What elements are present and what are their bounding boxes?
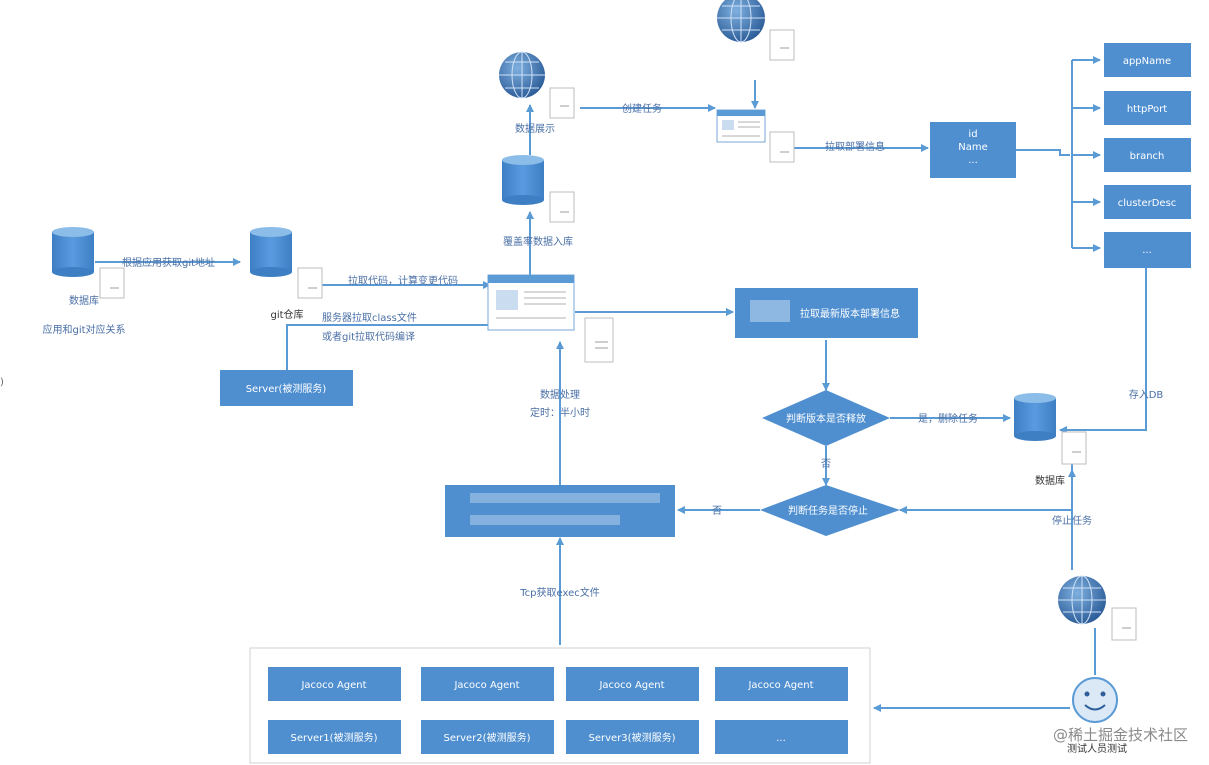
label-create-task: 创建任务 [622, 102, 662, 115]
label-db-left-sub: 应用和git对应关系 [42, 323, 125, 336]
label-coverage-to-db: 覆盖率数据入库 [503, 235, 573, 248]
server-tested-box: Server(被测服务) [220, 370, 353, 406]
browser-window-icon [487, 274, 575, 331]
server-group: Jacoco Agent Jacoco Agent Jacoco Agent J… [249, 647, 871, 764]
globe-icon [717, 0, 765, 43]
field-box-3: clusterDesc [1104, 185, 1191, 219]
label-data-process-1: 数据处理 [540, 388, 580, 401]
label-tester: 测试人员测试 [1067, 742, 1127, 755]
label-data-process-2: 定时：半小时 [530, 406, 590, 419]
label-pull-code: 拉取代码，计算变更代码 [348, 274, 458, 287]
label-server-pull-2: 或者git拉取代码编译 [322, 330, 415, 343]
field-label: httpPort [1127, 104, 1167, 115]
globe-icon [1058, 575, 1106, 625]
label-server-pull-1: 服务器拉取class文件 [322, 311, 417, 324]
document-icon [297, 267, 323, 299]
agent-label: Jacoco Agent [747, 680, 813, 691]
database-left [52, 227, 94, 277]
watermark: @稀土掘金技术社区 [1053, 726, 1188, 744]
field-label: ... [1142, 245, 1152, 256]
left-edge-mark: ) [0, 377, 4, 388]
browser-window-icon [716, 109, 766, 143]
label-db-right: 数据库 [1035, 474, 1065, 487]
label-no-2: 否 [712, 505, 722, 517]
label-tcp-exec: Tcp获取exec文件 [519, 586, 600, 599]
label-stop-task: 停止任务 [1052, 514, 1092, 527]
label-git-repo: git仓库 [270, 308, 303, 321]
deploy-name: Name [958, 142, 988, 153]
field-box-1: httpPort [1104, 91, 1191, 125]
field-box-2: branch [1104, 138, 1191, 172]
label-data-display: 数据展示 [515, 122, 555, 135]
deploy-more: ... [968, 155, 978, 166]
coverage-service-box [445, 485, 675, 537]
database-git [250, 227, 292, 277]
database-coverage [502, 155, 544, 205]
globe-icon [499, 51, 545, 99]
database-right [1014, 393, 1056, 441]
label-get-git-addr: 根据应用获取git地址 [122, 256, 215, 269]
label-save-db: 存入DB [1129, 388, 1164, 401]
server-label: Server3(被测服务) [589, 731, 676, 744]
server-label: Server1(被测服务) [291, 731, 378, 744]
decision-label: 判断版本是否释放 [786, 412, 866, 425]
field-box-4: ... [1104, 232, 1191, 268]
server-tested-label: Server(被测服务) [246, 382, 327, 395]
document-icon [99, 267, 125, 299]
field-label: appName [1123, 56, 1171, 67]
document-icon [769, 29, 795, 61]
label-no-1: 否 [821, 458, 831, 470]
agent-label: Jacoco Agent [598, 680, 664, 691]
field-label: clusterDesc [1118, 198, 1177, 209]
decision-version-released: 判断版本是否释放 [762, 390, 890, 446]
label-db-left: 数据库 [69, 294, 99, 307]
decision-label: 判断任务是否停止 [788, 504, 868, 517]
document-icon [549, 87, 575, 119]
agent-label: Jacoco Agent [300, 680, 366, 691]
document-icon [1111, 607, 1137, 641]
server-label: Server2(被测服务) [444, 731, 531, 744]
field-label: branch [1130, 151, 1165, 162]
server-label: ... [776, 733, 786, 744]
pull-latest-label: 拉取最新版本部署信息 [800, 307, 900, 320]
deploy-id: id [968, 129, 977, 140]
agent-label: Jacoco Agent [453, 680, 519, 691]
label-pull-deploy: 拉取部署信息 [825, 140, 885, 153]
document-icon [769, 131, 795, 163]
deploy-info-box: id Name ... [930, 122, 1016, 178]
document-icon [1061, 431, 1087, 465]
field-box-0: appName [1104, 43, 1191, 77]
connectors [95, 56, 1147, 712]
pull-latest-box: 拉取最新版本部署信息 [735, 288, 918, 338]
label-yes-delete: 是，删除任务 [918, 412, 978, 425]
decision-task-stopped: 判断任务是否停止 [760, 485, 900, 536]
tester-smiley-icon [1072, 677, 1118, 723]
document-icon [584, 317, 614, 363]
document-icon [549, 191, 575, 223]
